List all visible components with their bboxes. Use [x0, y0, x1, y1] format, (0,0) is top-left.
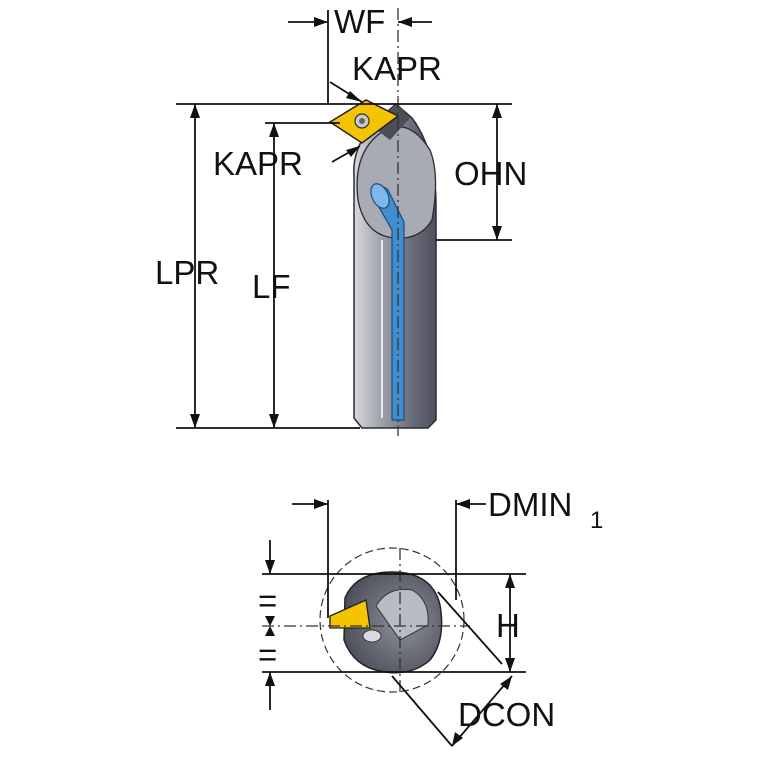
insert-end-view — [329, 599, 371, 629]
label-dmin-subscript: 1 — [590, 507, 603, 534]
label-ohn: OHN — [454, 155, 527, 192]
label-dmin: DMIN — [488, 486, 572, 523]
coolant-hole — [362, 629, 382, 643]
label-wf: WF — [334, 3, 385, 40]
label-equal-bottom: = — [258, 636, 277, 673]
label-kapr-left: KAPR — [213, 145, 303, 182]
coolant-outlet — [370, 183, 390, 209]
label-h: H — [496, 607, 520, 644]
label-lf: LF — [252, 268, 291, 305]
label-equal-top: = — [258, 582, 277, 619]
side-view — [328, 8, 437, 436]
end-view-labels: DMIN 1 H DCON = = — [258, 486, 603, 733]
label-kapr-top: KAPR — [352, 50, 442, 87]
end-view — [262, 547, 470, 696]
side-view-labels: WF KAPR KAPR OHN LPR LF — [155, 3, 527, 305]
label-lpr: LPR — [155, 254, 219, 291]
dimension-lines — [176, 10, 512, 429]
end-view-dimensions — [262, 499, 526, 747]
label-dcon: DCON — [458, 696, 555, 733]
